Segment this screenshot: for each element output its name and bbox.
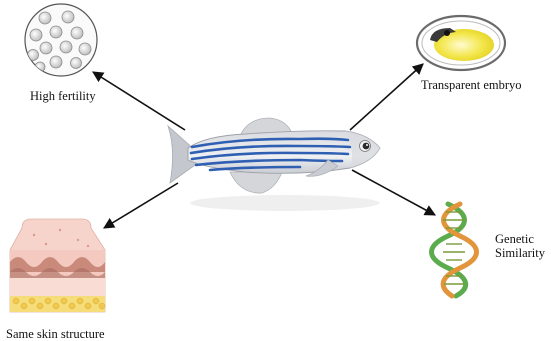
arrow-to-skin-structure — [104, 183, 178, 228]
label-genetic-line2: Similarity — [495, 246, 545, 260]
label-genetic-line1: Genetic — [495, 232, 545, 246]
label-high-fertility: High fertility — [30, 89, 96, 103]
transparent-embryo-icon — [417, 16, 505, 70]
label-skin-structure: Same skin structure — [6, 327, 105, 341]
arrow-to-transparent-embryo — [350, 64, 423, 130]
zebrafish-illustration — [168, 118, 380, 211]
arrow-to-high-fertility — [93, 72, 185, 130]
label-transparent-embryo: Transparent embryo — [421, 78, 522, 92]
label-genetic-similarity: Genetic Similarity — [495, 232, 545, 260]
arrow-to-genetic-similarity — [352, 170, 435, 215]
skin-structure-icon — [10, 219, 105, 312]
high-fertility-cells-icon — [25, 4, 97, 76]
dna-helix-icon — [432, 204, 477, 296]
